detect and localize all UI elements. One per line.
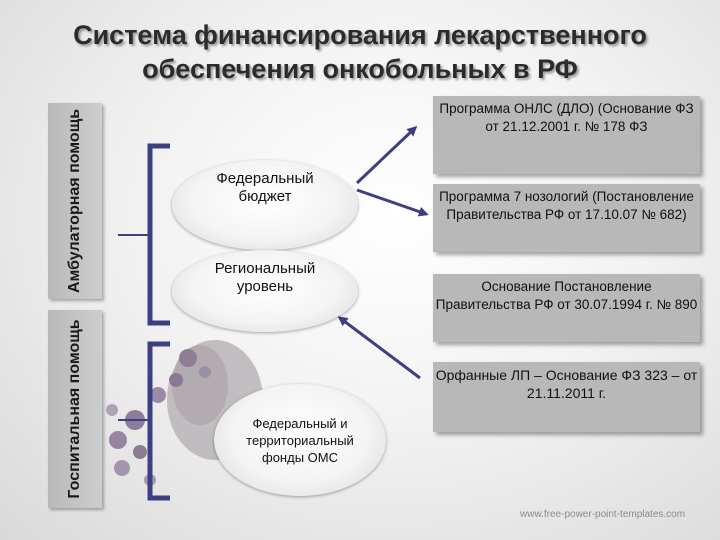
oms-funds-oval: Федеральный и территориальный фонды ОМС (214, 384, 386, 496)
footer-url: www.free-power-point-templates.com (520, 509, 686, 520)
program-orphan-box: Орфанные ЛП – Основание ФЗ 323 – от 21.1… (433, 362, 700, 432)
federal-budget-oval: Федеральный бюджет (172, 160, 358, 250)
arrow-to-onls (355, 125, 418, 185)
program-7-nosologies-box: Программа 7 нозологий (Постановление Пра… (433, 184, 700, 252)
regional-level-label: Региональный уровень (214, 260, 316, 295)
oms-funds-label: Федеральный и территориальный фонды ОМС (246, 415, 354, 465)
hospital-care-label: Госпитальная помощь (48, 310, 102, 508)
program-7-nosologies-text: Программа 7 нозологий (Постановление Пра… (439, 189, 694, 222)
ambulatory-bracket (147, 143, 170, 326)
federal-budget-label: Федеральный бюджет (216, 170, 314, 205)
regional-level-oval: Региональный уровень (172, 250, 358, 332)
program-onls-text: Программа ОНЛС (ДЛО) (Основание ФЗ от 21… (439, 101, 694, 134)
program-orphan-text: Орфанные ЛП – Основание ФЗ 323 – от 21.1… (435, 367, 698, 401)
page-title: Система финансирования лекарственного об… (73, 20, 647, 84)
program-decree-890-box: Основание Постановление Правительства РФ… (433, 274, 700, 342)
program-decree-890-text: Основание Постановление Правительства РФ… (435, 279, 698, 312)
program-onls-box: Программа ОНЛС (ДЛО) (Основание ФЗ от 21… (433, 96, 700, 174)
arrow-to-7-nosologies (356, 188, 429, 217)
ambulatory-care-label: Амбулаторная помощь (48, 103, 102, 299)
arrow-regional-orphan (337, 316, 421, 380)
